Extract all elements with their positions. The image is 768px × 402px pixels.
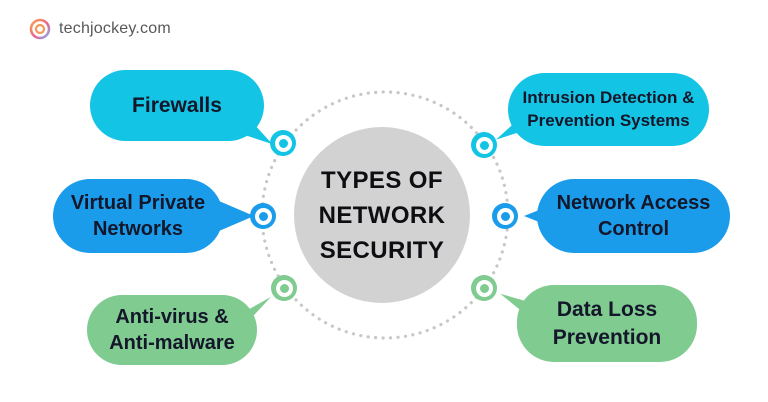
brand-wordmark: techjockey.com [59, 20, 171, 37]
connector-dot-ring [475, 136, 493, 154]
techjockey-logo-icon [29, 18, 51, 40]
connector-dot-ring [496, 207, 514, 225]
connector-dot-dlp [471, 275, 497, 301]
connector-dot-core [278, 138, 288, 148]
connector-dot-core [479, 140, 489, 150]
connector-dot-core [279, 283, 289, 293]
bubble-anti-virus-anti-malware: Anti-virus & Anti-malware [87, 295, 257, 365]
brand: techjockey.com [28, 17, 171, 41]
center-title-line: SECURITY [319, 236, 445, 264]
bubble-network-access-control: Network Access Control [537, 179, 730, 253]
bubble-nac-label: Network Access Control [556, 191, 711, 240]
center-title-line: TYPES OF [321, 166, 443, 194]
connector-dot-ring [475, 279, 493, 297]
bubble-firewalls-label: Firewalls [132, 93, 222, 117]
connector-dot-ring [274, 134, 292, 152]
center-circle: TYPES OF NETWORK SECURITY [294, 127, 470, 303]
connector-dot-antivirus [271, 275, 297, 301]
bubble-intrusion-detection-prevention: Intrusion Detection & Prevention Systems [508, 73, 709, 146]
connector-dot-vpn [250, 203, 276, 229]
connector-dot-idps [471, 132, 497, 158]
connector-dot-firewalls [270, 130, 296, 156]
connector-dot-core [500, 211, 510, 221]
bubble-virtual-private-networks: Virtual Private Networks [53, 179, 223, 253]
connector-dot-ring [275, 279, 293, 297]
bubble-antivirus-label: Anti-virus & Anti-malware [109, 305, 235, 354]
connector-dot-core [258, 211, 268, 221]
connector-dot-nac [492, 203, 518, 229]
connector-dot-core [479, 283, 489, 293]
bubble-dlp-label: Data Loss Prevention [552, 297, 662, 349]
bubble-vpn-label: Virtual Private Networks [70, 191, 206, 240]
center-title-line: NETWORK [318, 201, 446, 229]
connector-dot-ring [254, 207, 272, 225]
bubble-data-loss-prevention: Data Loss Prevention [517, 285, 697, 362]
bubble-idps-label: Intrusion Detection & Prevention Systems [522, 88, 695, 130]
bubble-firewalls: Firewalls [90, 70, 264, 141]
